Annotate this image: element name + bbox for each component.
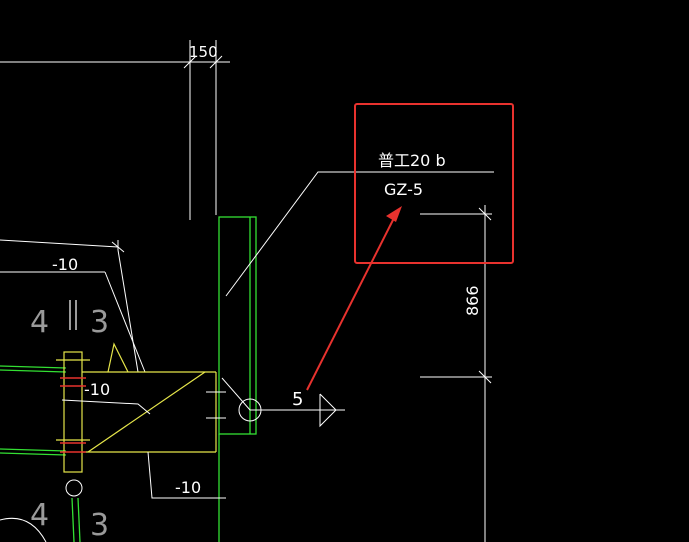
dimension-150: 150: [189, 43, 218, 61]
weld-symbol: 5: [221, 377, 345, 428]
weld-label: 5: [292, 389, 303, 410]
bolt-circle: [65, 479, 83, 497]
column-section: [218, 216, 257, 542]
bolt-marks: [60, 377, 226, 453]
member-label: GZ-5: [384, 180, 423, 199]
callout-leader-line: [225, 171, 494, 297]
plate-leader-3: [147, 451, 226, 499]
arc-bottom-left: [0, 517, 47, 542]
plate-leader-2: [61, 399, 151, 415]
plate-label-3: -10: [175, 478, 201, 497]
beam-flanges: [0, 365, 81, 542]
section-label: 普工20 b: [378, 151, 446, 170]
dimension-866: 866: [463, 285, 482, 316]
annotation-arrow-head-icon: [386, 206, 402, 222]
annotation-overlay: [306, 103, 514, 391]
beam-outline: [0, 239, 146, 373]
bolt-count-right-bottom: 3: [90, 508, 109, 542]
top-dimension: 150: [0, 40, 230, 220]
annotation-arrow-shaft: [306, 217, 395, 391]
bolt-count-left-top: 4: [30, 305, 49, 340]
bolt-count-left-bottom: 4: [30, 498, 49, 533]
connection-plates: [56, 342, 217, 473]
bolt-count-right-top: 3: [90, 305, 109, 340]
plate-label-1: -10: [52, 255, 78, 274]
right-dimension: 866: [420, 205, 492, 542]
plate-label-2: -10: [84, 380, 110, 399]
highlight-box: [354, 103, 514, 264]
